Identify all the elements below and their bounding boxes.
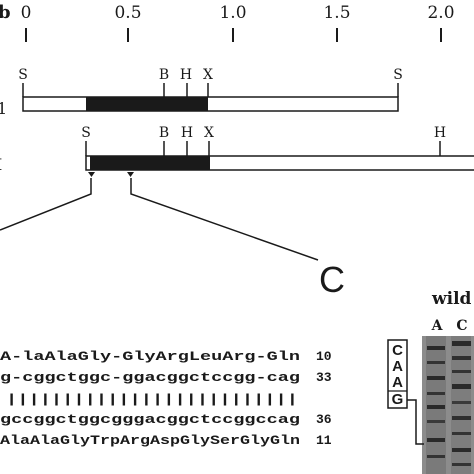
scale-tick-label-0: 0: [21, 3, 32, 23]
site-label-b: B: [159, 67, 169, 83]
gel-band: [427, 376, 445, 380]
gel-lane-label-c: C: [456, 318, 467, 334]
sequence-alignment: A-laAlaGly-GlyArgLeuArg-Gln 10 g-cggctgg…: [0, 349, 332, 448]
scale-tick-label-3: 1.5: [323, 3, 350, 23]
gel-band: [427, 455, 445, 458]
callout-label-c: C: [319, 259, 345, 300]
gel-band: [427, 420, 445, 423]
site-label-h: H: [180, 67, 192, 83]
scale-bar: 0 0.5 1.0 1.5 2.0: [21, 3, 455, 42]
gel-band: [452, 341, 471, 346]
map-bottom-coding-region: [90, 156, 210, 170]
corner-mark: b: [0, 2, 11, 23]
site-label-s-left-2: S: [81, 125, 91, 141]
seq-row-match-bars: ||||||||||||||||||||||||||: [6, 392, 298, 407]
gel-band: [452, 432, 471, 435]
boxed-letter-g: G: [392, 391, 404, 408]
scale-tick-label-2: 1.0: [219, 3, 246, 23]
gel-band: [427, 361, 445, 364]
marker-arrow-right: [127, 172, 134, 177]
gel-band: [452, 356, 471, 360]
marker-arrow-left: [88, 172, 95, 177]
gel-lane-label-a: A: [431, 318, 444, 334]
gel-panel: wild A C C A A G: [387, 289, 474, 474]
seq-row-3-num: 36: [316, 412, 332, 427]
map-top-coding-region: [86, 97, 208, 111]
seq-row-2: g-cggctggc-ggacggctccgg-cag: [0, 370, 300, 385]
seq-row-1-num: 10: [316, 349, 332, 364]
seq-row-1: A-laAlaGly-GlyArgLeuArg-Gln: [0, 349, 300, 364]
site-label-s-left: S: [18, 67, 28, 83]
site-label-x-2: X: [204, 125, 214, 141]
map-bottom-side-label: I: [0, 155, 2, 174]
gel-band: [452, 416, 471, 420]
seq-row-2-num: 33: [316, 370, 332, 385]
map-top-side-label: 1: [0, 99, 7, 118]
gel-band: [452, 384, 471, 389]
gel-bracket: [407, 399, 424, 445]
site-label-s-right: S: [393, 67, 403, 83]
boxed-letter-a2: A: [392, 374, 403, 391]
boxed-letter-c: C: [392, 342, 403, 359]
site-label-h-right: H: [434, 125, 446, 141]
restriction-map-top: 1 S B H X S: [0, 67, 403, 118]
gel-title: wild: [431, 289, 472, 309]
map-top-fragment: [22, 96, 399, 112]
gel-band: [427, 438, 445, 442]
callout-line-right: [130, 178, 319, 261]
callout-line-left: [0, 178, 92, 231]
seq-row-3: gccggctggcgggacggctccggccag: [0, 412, 300, 427]
seq-row-4: AlaAlaGlyTrpArgAspGlySerGlyGln: [0, 433, 300, 448]
gel-band: [427, 405, 445, 409]
site-label-b-2: B: [159, 125, 169, 141]
restriction-map-bottom: I S B H X H: [0, 125, 474, 177]
scale-tick-label-4: 2.0: [427, 3, 454, 23]
gel-band: [427, 346, 445, 350]
gel-band: [452, 401, 471, 404]
site-label-h-2: H: [181, 125, 193, 141]
gel-band: [427, 392, 445, 395]
scale-tick-label-1: 0.5: [114, 3, 141, 23]
site-label-x: X: [203, 67, 213, 83]
boxed-letter-a1: A: [392, 358, 403, 375]
gel-band: [452, 370, 471, 373]
zoom-callout: C: [0, 178, 345, 300]
gel-band: [452, 463, 471, 466]
gel-band: [452, 448, 471, 452]
seq-row-4-num: 11: [316, 433, 332, 448]
